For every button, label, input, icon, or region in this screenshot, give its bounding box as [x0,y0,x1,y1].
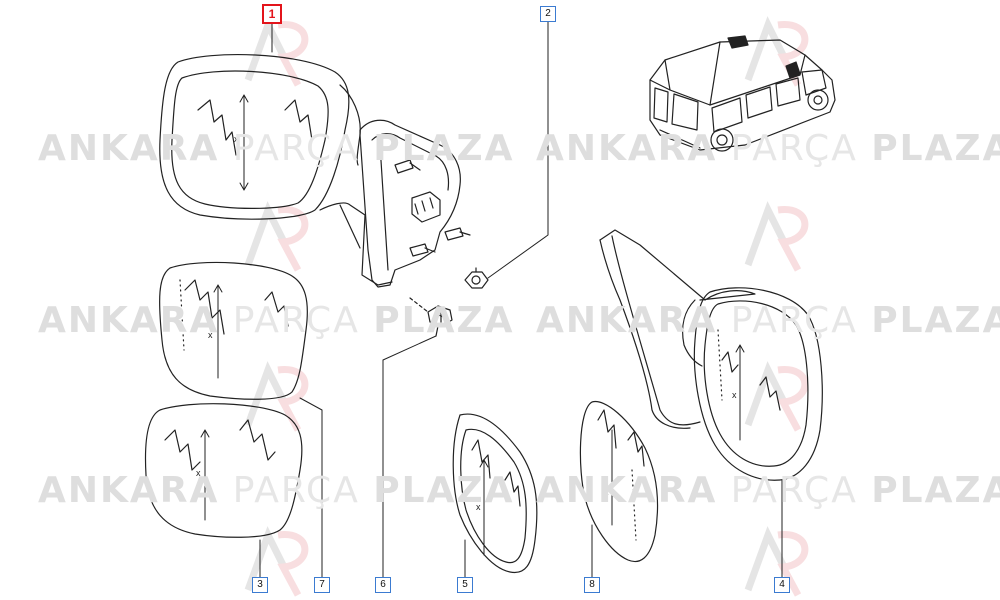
van-illustration [649,35,836,152]
svg-text:x: x [604,487,609,497]
mirror-glass-part-8: x [579,401,659,563]
mirror-assembly-part-1: x [159,53,471,288]
mirror-glass-part-5: x [452,413,538,574]
leader-lines [259,21,783,578]
svg-text:x: x [196,468,201,478]
callout-7[interactable]: 7 [314,577,330,593]
callout-5[interactable]: 5 [457,577,473,593]
callout-4[interactable]: 4 [774,577,790,593]
mirror-glass-part-7: x [159,261,308,400]
screw-part-6 [409,297,453,337]
svg-text:x: x [732,390,737,400]
mirror-glass-part-3: x [144,403,303,538]
mirror-body-part-4: x [599,229,823,481]
callout-8[interactable]: 8 [584,577,600,593]
svg-text:x: x [476,502,481,512]
callout-6[interactable]: 6 [375,577,391,593]
callout-2[interactable]: 2 [540,6,556,22]
nut-part-2 [464,267,489,289]
callout-1[interactable]: 1 [262,4,282,24]
callout-3[interactable]: 3 [252,577,268,593]
svg-text:x: x [208,330,213,340]
svg-text:x: x [234,134,239,144]
